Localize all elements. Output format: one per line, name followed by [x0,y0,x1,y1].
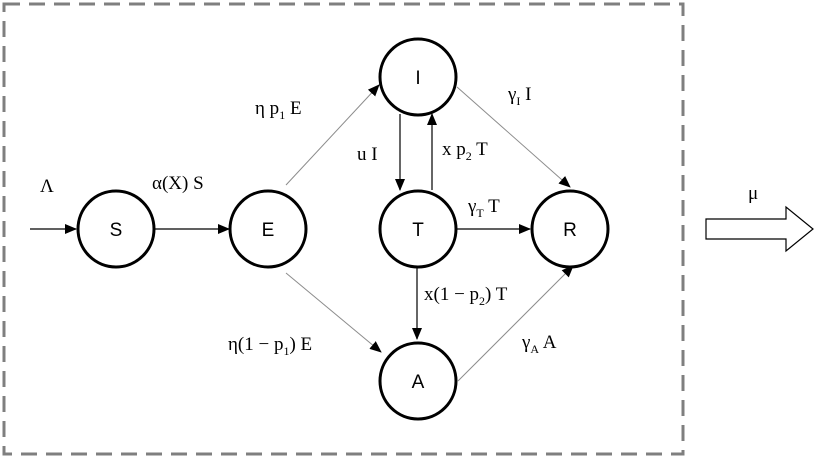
node-r-label: R [563,220,577,241]
node-e: E [228,189,308,269]
t-to-a-label: x(1 − p2) T [424,284,508,308]
arrow-i-to-r [456,86,571,188]
node-s-label: S [110,220,123,241]
e-to-i-label: η p1 E [255,98,302,122]
inflow-label: Λ [40,176,54,197]
node-t-label: T [412,220,424,241]
node-r: R [530,189,610,269]
arrow-e-to-i [285,84,380,186]
a-to-r-label: γA A [521,332,557,356]
i-to-r-label: γI I [507,84,531,108]
node-i-label: I [415,68,420,89]
node-t: T [378,189,458,269]
s-to-e-label: α(X) S [152,173,204,194]
t-to-r-label: γT T [467,196,500,220]
t-to-i-label: x p2 T [442,139,488,163]
e-to-a-label: η(1 − p1) E [228,334,312,358]
arrow-e-to-a [285,272,382,353]
node-a-label: A [412,372,425,393]
arrow-a-to-r [457,265,574,382]
system-boundary [2,2,685,456]
node-i: I [378,37,458,117]
node-a: A [378,341,458,421]
node-s: S [76,189,156,269]
outflow-arrow [705,205,814,253]
outflow-label: μ [748,183,758,204]
node-e-label: E [262,220,275,241]
i-to-t-label: u I [357,144,378,165]
